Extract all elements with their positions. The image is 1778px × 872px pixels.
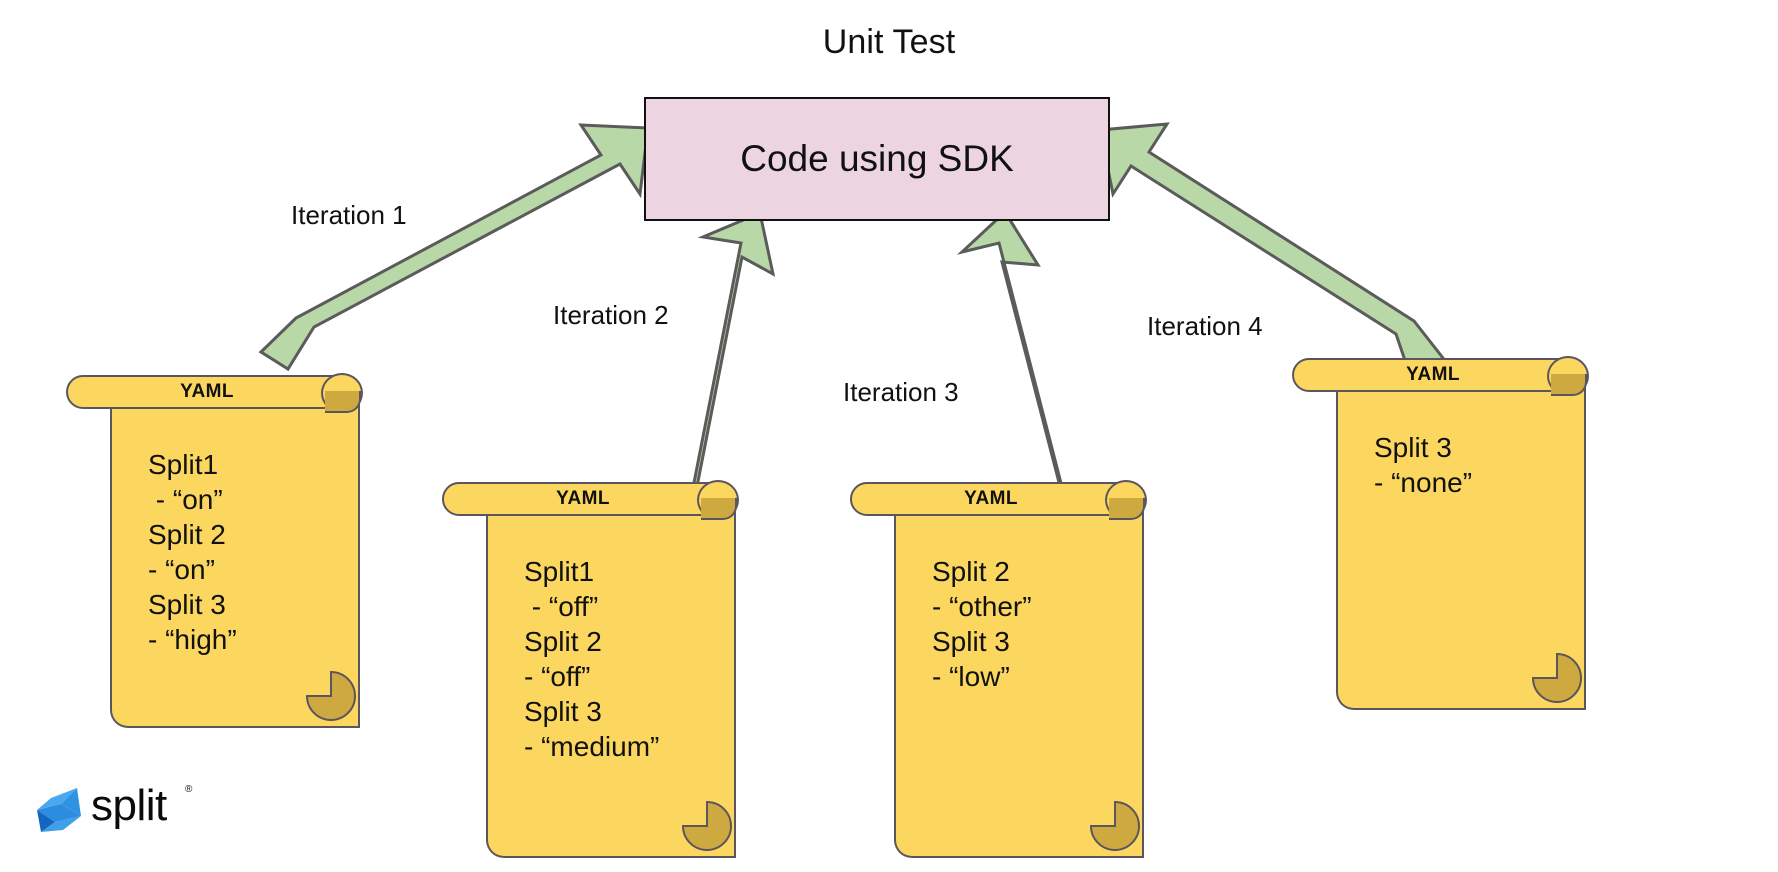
- arrow-iteration-4: [1098, 122, 1446, 387]
- edge-label-iteration-2: Iteration 2: [553, 300, 669, 330]
- split-logo: split ®: [33, 781, 203, 838]
- yaml-scroll-4-bottom-curl-icon: [1532, 653, 1586, 707]
- diagram-title: Unit Test: [822, 23, 956, 61]
- yaml-scroll-4-top-curl-icon: [1547, 356, 1593, 402]
- yaml-scroll-4-header: YAML: [1292, 358, 1582, 392]
- yaml-scroll-4-text: Split 3 - “none”: [1374, 432, 1473, 498]
- yaml-scroll-1-header-label: YAML: [180, 381, 234, 402]
- yaml-scroll-2-body: Split1 - “off” Split 2 - “off” Split 3 -…: [486, 510, 736, 858]
- yaml-scroll-2-text: Split1 - “off” Split 2 - “off” Split 3 -…: [524, 556, 660, 762]
- yaml-scroll-3-bottom-curl-icon: [1090, 801, 1144, 855]
- node-code-using-sdk-label: Code using SDK: [740, 138, 1014, 179]
- edge-label-iteration-1: Iteration 1: [291, 200, 407, 230]
- yaml-scroll-1-text: Split1 - “on” Split 2 - “on” Split 3 - “…: [148, 449, 237, 655]
- edge-label-iteration-3: Iteration 3: [843, 377, 959, 407]
- yaml-scroll-2-top-curl-icon: [697, 480, 743, 526]
- yaml-scroll-3-body: Split 2 - “other” Split 3 - “low”: [894, 510, 1144, 858]
- node-code-using-sdk[interactable]: Code using SDK: [644, 97, 1110, 221]
- yaml-scroll-4[interactable]: Split 3 - “none” YAML: [1292, 356, 1632, 738]
- yaml-scroll-1-header: YAML: [66, 375, 356, 409]
- yaml-scroll-2-header-label: YAML: [556, 488, 610, 509]
- yaml-scroll-2-bottom-curl-icon: [682, 801, 736, 855]
- yaml-scroll-2[interactable]: Split1 - “off” Split 2 - “off” Split 3 -…: [442, 480, 782, 872]
- arrow-iteration-3: [956, 209, 1064, 499]
- split-logo-registered-mark: ®: [185, 784, 193, 795]
- yaml-scroll-1[interactable]: Split1 - “on” Split 2 - “on” Split 3 - “…: [66, 373, 406, 750]
- yaml-scroll-3-top-curl-icon: [1105, 480, 1151, 526]
- yaml-scroll-4-header-label: YAML: [1406, 364, 1460, 385]
- yaml-scroll-3-header-label: YAML: [964, 488, 1018, 509]
- yaml-scroll-2-header: YAML: [442, 482, 732, 516]
- yaml-scroll-3[interactable]: Split 2 - “other” Split 3 - “low” YAML: [850, 480, 1190, 872]
- arrow-iteration-1: [258, 123, 650, 372]
- edge-label-iteration-4: Iteration 4: [1147, 311, 1263, 341]
- yaml-scroll-3-text: Split 2 - “other” Split 3 - “low”: [932, 556, 1032, 692]
- arrow-iteration-2: [649, 210, 776, 519]
- yaml-scroll-3-header: YAML: [850, 482, 1140, 516]
- yaml-scroll-1-bottom-curl-icon: [306, 671, 360, 725]
- split-logo-wordmark: split: [91, 781, 167, 830]
- split-logo-mark-icon: [37, 788, 81, 832]
- yaml-scroll-1-top-curl-icon: [321, 373, 367, 419]
